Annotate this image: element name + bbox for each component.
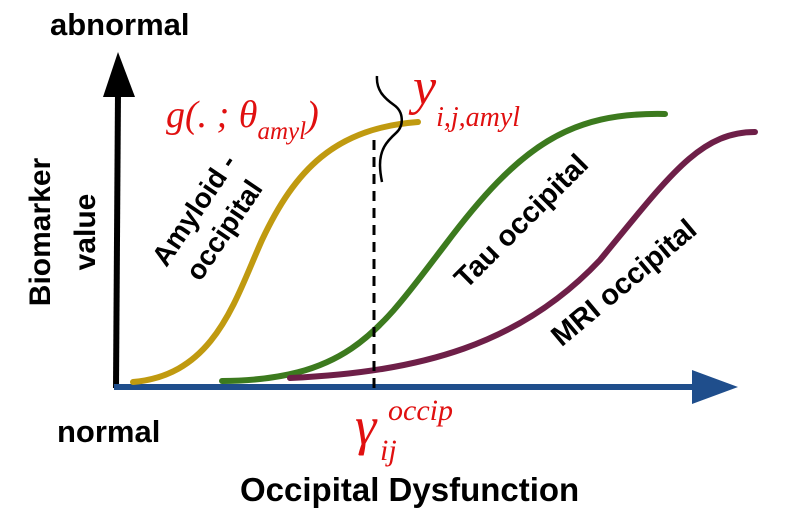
gamma-superscript: occip	[388, 394, 453, 427]
y-axis-line	[113, 91, 121, 389]
normal-label: normal	[57, 414, 160, 449]
gamma-subscript: ij	[380, 434, 397, 467]
g-function-label: g(. ; θamyl)	[166, 94, 319, 145]
g-function-subscript: amyl	[257, 118, 306, 145]
y-observation-main: y	[408, 59, 437, 116]
g-function-suffix: )	[304, 94, 319, 136]
y-axis-title-line2: value	[69, 194, 102, 271]
x-axis-arrowhead	[692, 370, 738, 404]
x-axis-title: Occipital Dysfunction	[240, 471, 579, 508]
noise-wave	[375, 75, 403, 183]
y-axis-title-line1: Biomarker	[24, 157, 57, 306]
mri-curve	[287, 129, 758, 381]
g-function-prefix: g(. ; θ	[166, 94, 257, 136]
tau-curve	[219, 110, 668, 384]
y-observation-label: yi,j,amyl	[408, 59, 520, 133]
tau-label: Tau occipital	[448, 148, 594, 294]
abnormal-label: abnormal	[50, 7, 190, 42]
y-observation-subscript: i,j,amyl	[436, 102, 520, 133]
amyloid-curve	[130, 119, 421, 385]
gamma-main: γ	[355, 396, 378, 456]
y-axis-arrowhead	[103, 52, 135, 97]
